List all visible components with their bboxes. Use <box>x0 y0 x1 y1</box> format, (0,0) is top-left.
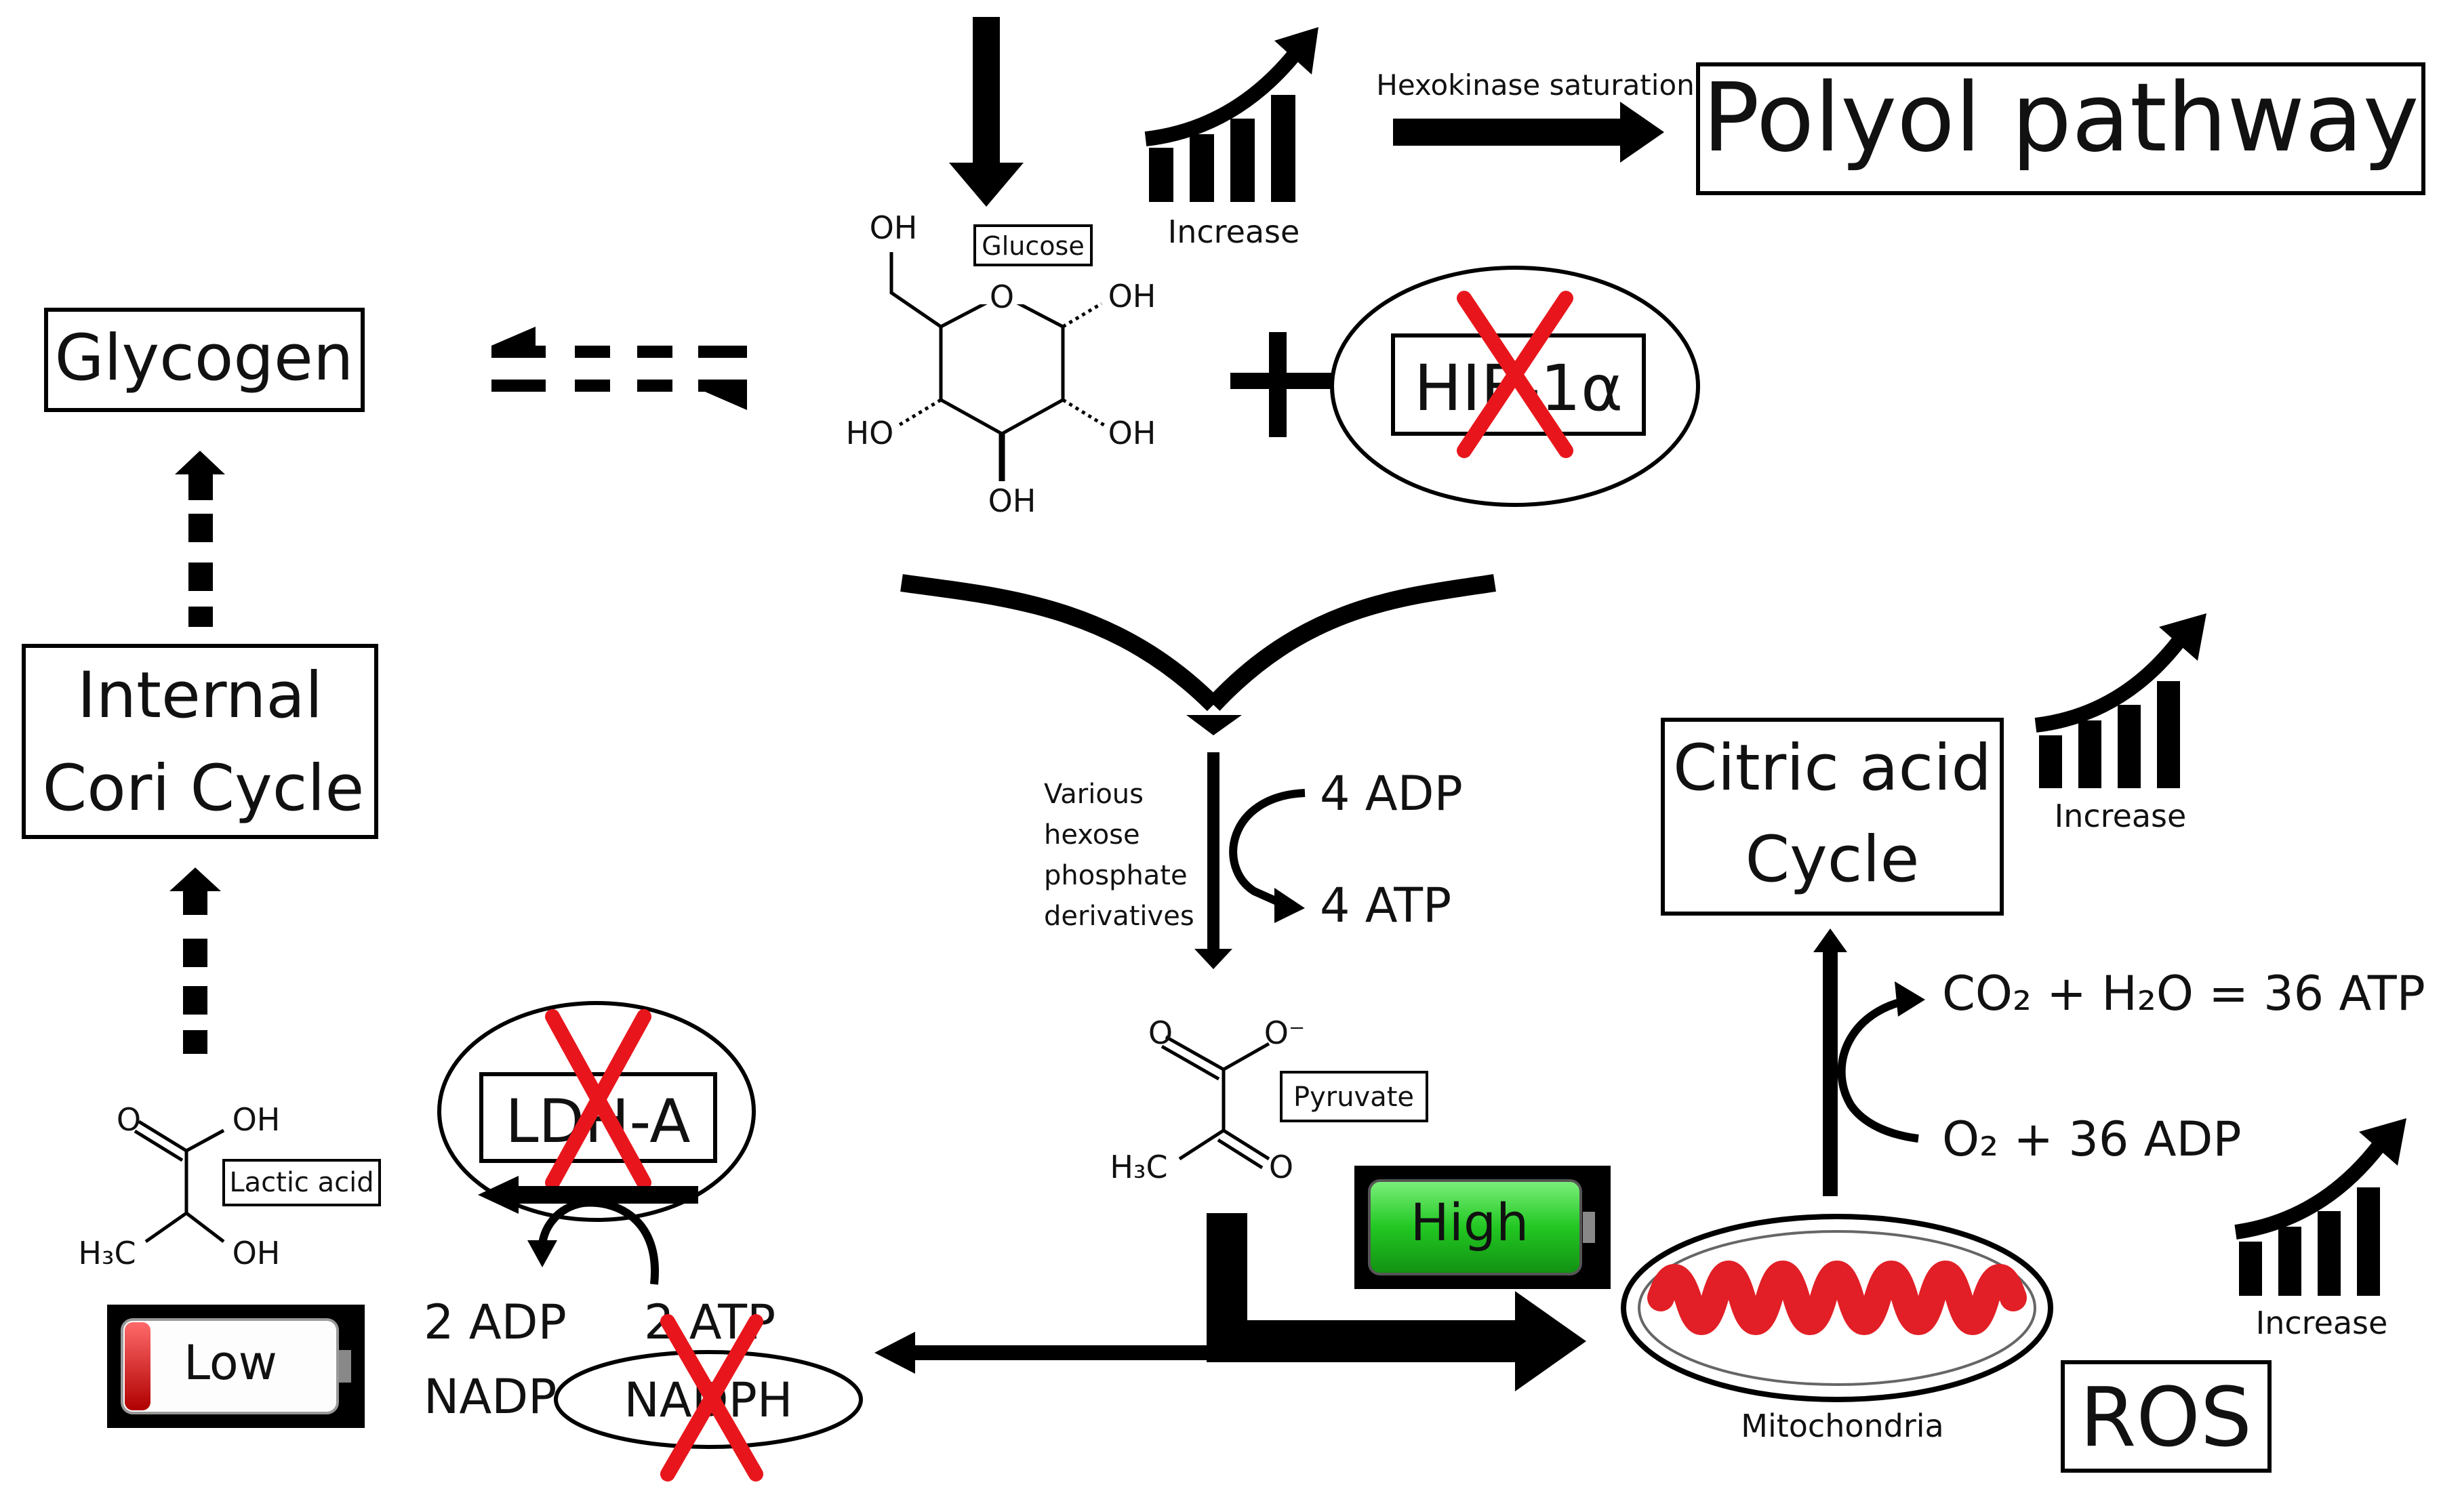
polyol-label: Polyol pathway <box>1702 63 2419 173</box>
various-line4: derivatives <box>1044 901 1194 932</box>
ring-oxygen: O <box>990 279 1014 315</box>
increase-label-citric: Increase <box>2055 798 2187 834</box>
ldh-cross-icon <box>545 1009 651 1190</box>
glucose-oh-bottom: OH <box>988 483 1036 519</box>
glycolysis-arrow <box>1194 752 1232 969</box>
pyruvate-o-left: O <box>1148 1015 1173 1051</box>
lactic-acid-structure <box>134 1120 225 1244</box>
polyol-box <box>1696 62 2425 195</box>
pyruvate-structure <box>1161 1035 1270 1170</box>
hexokinase-label: Hexokinase saturation <box>1376 68 1695 102</box>
atp4-label: 4 ATP <box>1320 878 1451 933</box>
citric-label-line1: Citric acid <box>1673 731 1992 805</box>
glucose-label-box <box>973 224 1093 266</box>
ldh-reaction-arrows <box>478 1176 698 1285</box>
adp2-label: 2 ADP <box>424 1294 567 1350</box>
battery-high-label: High <box>1411 1192 1529 1252</box>
ldh-box <box>479 1072 717 1163</box>
glucose-oh-right: OH <box>1108 278 1156 314</box>
glucose-ho-left: HO <box>846 415 894 451</box>
increase-chart-icon <box>2034 613 2206 788</box>
ros-box <box>2061 1360 2272 1473</box>
lactic-o: O <box>117 1101 141 1138</box>
various-line1: Various <box>1044 779 1144 810</box>
glucose-input-arrow <box>949 17 1024 207</box>
glycogen-box <box>44 308 365 412</box>
mitochondria-label: Mitochondria <box>1741 1408 1943 1444</box>
pyruvate-label: Pyruvate <box>1293 1082 1414 1113</box>
battery-low-label: Low <box>184 1335 277 1391</box>
atp-curve-head <box>1274 888 1305 923</box>
nadph-cross-icon <box>660 1314 763 1482</box>
battery-high-icon <box>1354 1166 1611 1289</box>
lactate-to-cori-arrow <box>169 867 221 1054</box>
citric-curve-head <box>1895 981 1925 1017</box>
pyruvate-h3c: H₃C <box>1110 1149 1167 1185</box>
hexokinase-arrow <box>1393 102 1664 163</box>
dashed-reversible-arrow <box>491 327 747 410</box>
citric-curve-arrow <box>1837 996 1919 1143</box>
pyruvate-o-bottom: O <box>1269 1149 1293 1185</box>
lactic-h3c: H₃C <box>78 1235 136 1271</box>
increase-chart-icon <box>1144 27 1318 202</box>
cori-label-line1: Internal <box>77 659 323 733</box>
ros-label: ROS <box>2080 1371 2252 1465</box>
co2-equation: CO₂ + H₂O = 36 ATP <box>1942 966 2425 1021</box>
cori-to-glycogen-arrow <box>175 451 225 627</box>
converging-brace <box>900 574 1496 735</box>
increase-label-ros: Increase <box>2256 1305 2388 1341</box>
hif-box <box>1391 333 1646 436</box>
ring-oxygen-bg <box>975 284 1029 304</box>
cori-cycle-box <box>22 644 378 839</box>
plus-icon <box>1230 332 1332 437</box>
increase-label-top: Increase <box>1168 213 1300 250</box>
atp-curve-arrow <box>1229 789 1306 909</box>
cori-label-line2: Cori Cycle <box>43 752 365 825</box>
pyruvate-branch-arrows <box>874 1213 1586 1391</box>
pyruvate-o-minus: O⁻ <box>1264 1015 1306 1051</box>
glucose-label: Glucose <box>982 231 1084 261</box>
lactic-label-box <box>222 1159 381 1206</box>
increase-chart-icon <box>2234 1118 2406 1296</box>
glycogen-label: Glycogen <box>55 321 354 395</box>
citric-acid-box <box>1661 718 2004 916</box>
adp4-label: 4 ADP <box>1320 766 1463 821</box>
lactic-oh-bottom: OH <box>233 1235 281 1271</box>
glucose-oh-lower-right: OH <box>1108 415 1156 451</box>
mito-to-citric-arrow <box>1813 928 1847 1196</box>
pyruvate-label-box <box>1280 1071 1428 1122</box>
hif-cross-icon <box>1457 291 1573 458</box>
citric-label-line2: Cycle <box>1746 823 1920 897</box>
o2-equation: O₂ + 36 ADP <box>1942 1111 2242 1167</box>
various-line2: hexose <box>1044 819 1140 851</box>
glucose-oh-top: OH <box>870 209 918 246</box>
battery-low-icon <box>107 1305 365 1428</box>
lactic-label: Lactic acid <box>229 1167 374 1198</box>
lactic-oh-top: OH <box>233 1101 281 1138</box>
mitochondria-icon <box>1621 1214 2053 1402</box>
various-line3: phosphate <box>1044 860 1188 891</box>
